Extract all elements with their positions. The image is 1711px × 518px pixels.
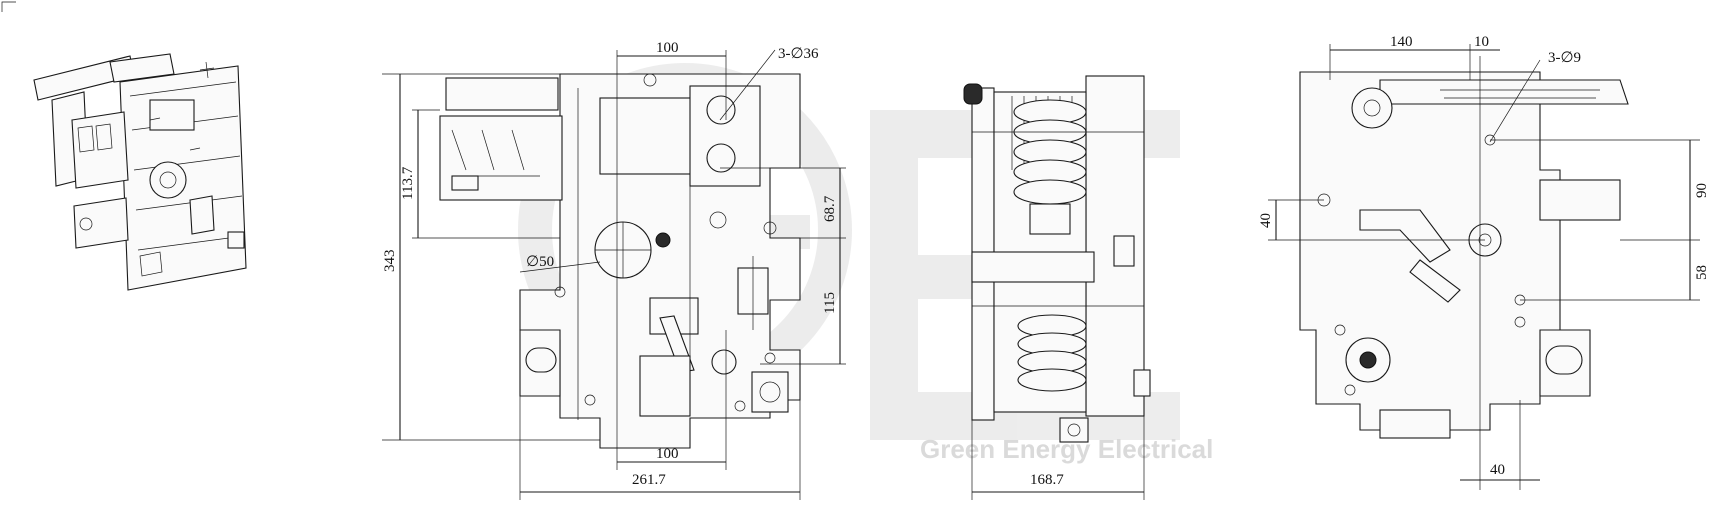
rear-view: 140 10 3-∅9 40 90 58 40: [1258, 34, 1710, 490]
dim-bottom-inner: 100: [656, 446, 679, 462]
watermark-logo: GE: [0, 0, 2, 1]
corner-mark: [1, 1, 16, 12]
dim-rear-right-upper: 90: [1694, 183, 1710, 198]
front-dimensions: [382, 50, 846, 500]
dim-right-upper: 68.7: [822, 195, 838, 222]
dim-rear-right-lower: 58: [1694, 265, 1710, 280]
dim-top-width: 100: [656, 40, 679, 56]
dim-left-upper: 113.7: [400, 166, 416, 200]
dim-overall-height: 343: [382, 250, 398, 273]
dim-rear-holes: 3-∅9: [1548, 50, 1581, 66]
dim-right-lower: 115: [822, 292, 838, 314]
dim-overall-width: 261.7: [632, 472, 666, 488]
rear-dimensions: [1268, 44, 1700, 490]
side-view: 168.7: [963, 75, 1151, 500]
front-view: 100 3-∅36 113.7 343 68.7 115 ∅50 100 261…: [382, 40, 846, 500]
dim-side-width: 168.7: [1030, 472, 1064, 488]
dim-rear-top-gap: 10: [1474, 34, 1489, 50]
dim-rear-bottom: 40: [1490, 462, 1505, 478]
dim-rear-left-offset: 40: [1258, 213, 1274, 228]
dim-holes: 3-∅36: [778, 46, 819, 62]
isometric-view: [33, 53, 247, 291]
dim-circle-dia: ∅50: [526, 254, 554, 270]
dim-rear-top-left: 140: [1390, 34, 1413, 50]
